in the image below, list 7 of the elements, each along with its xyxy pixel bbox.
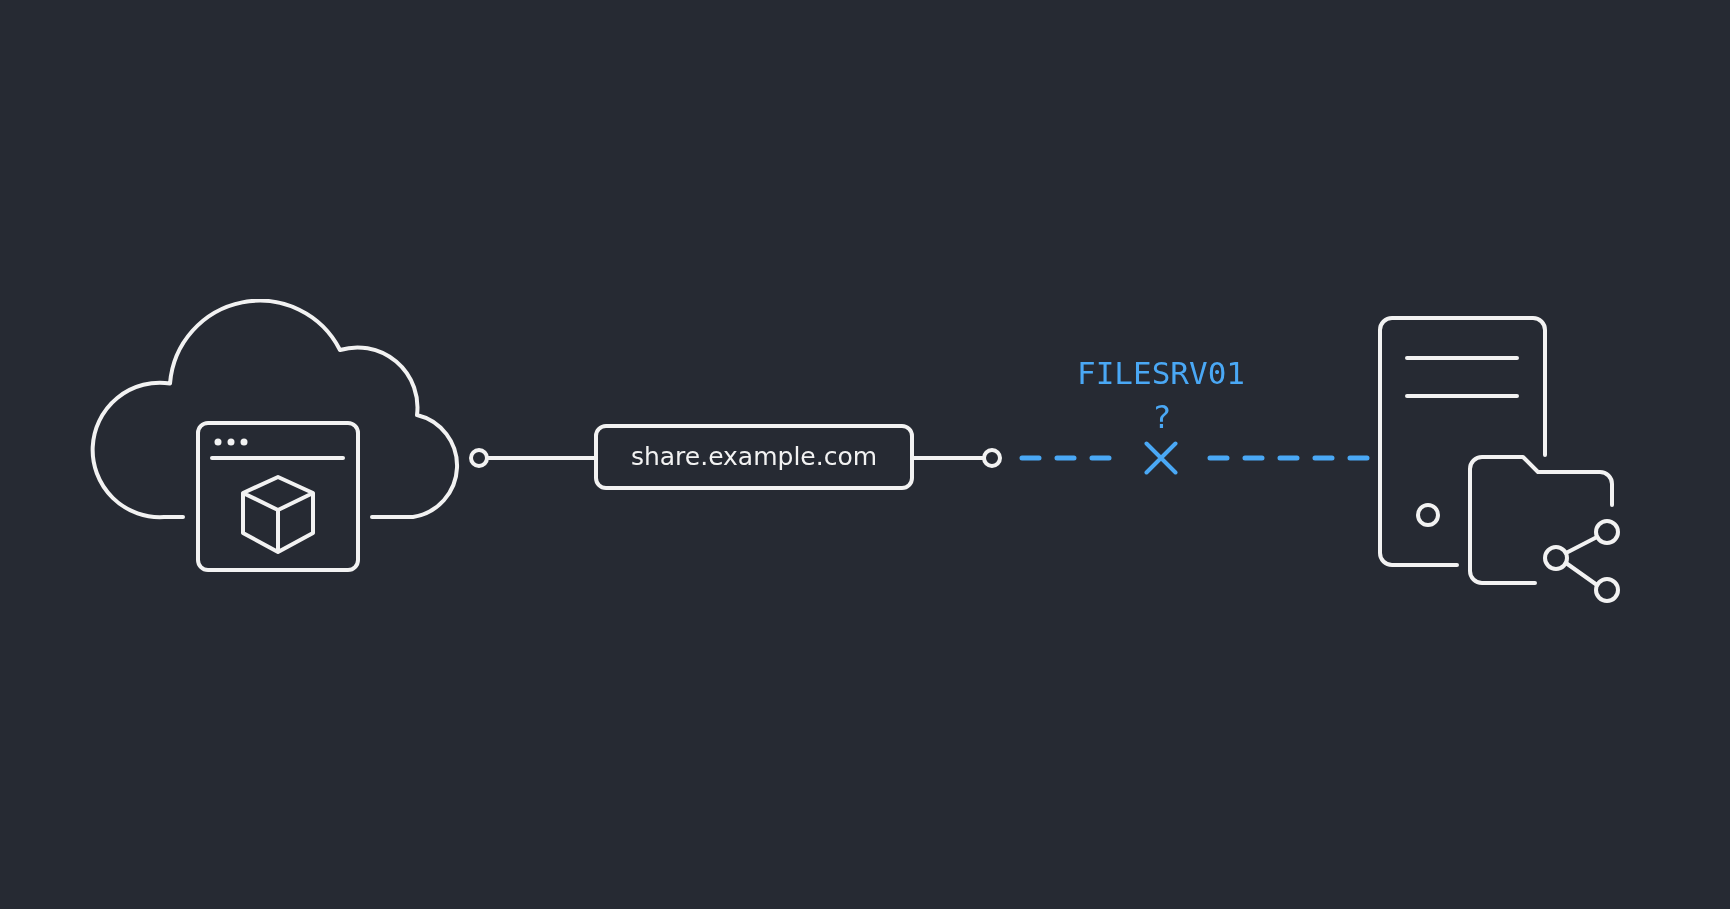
connector-line [912, 448, 1002, 468]
edge-label: FILESRV01 [1077, 357, 1245, 389]
address-text: share.example.com [630, 442, 878, 472]
address-box [594, 424, 914, 490]
server-illustration [1377, 315, 1622, 605]
connector-line [469, 448, 596, 468]
question-mark-label: ? [1152, 401, 1172, 433]
